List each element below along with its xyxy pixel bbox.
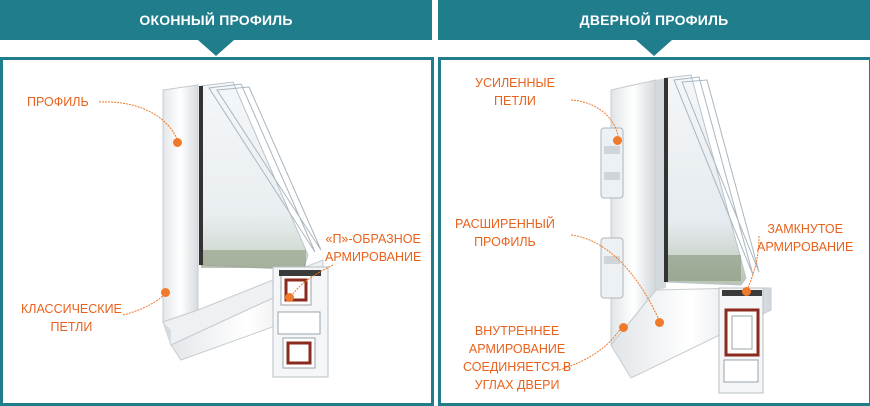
door-profile-illustration — [558, 74, 772, 394]
closed-reinforcement-label: ЗАМКНУТОЕ АРМИРОВАНИЕ — [757, 222, 854, 254]
window-profile-header: ОКОННЫЙ ПРОФИЛЬ — [0, 0, 432, 40]
classic-hinges-label: КЛАССИЧЕСКИЕ ПЕТЛИ — [21, 302, 122, 334]
reinforced-hinges-marker-dot — [613, 136, 622, 145]
door-profile-title: ДВЕРНОЙ ПРОФИЛЬ — [579, 12, 729, 28]
p-reinforcement-label: «П»-ОБРАЗНОЕ АРМИРОВАНИЕ — [325, 232, 422, 264]
door-profile-header: ДВЕРНОЙ ПРОФИЛЬ — [438, 0, 870, 40]
door-profile-frame: УСИЛЕННЫЕ ПЕТЛИ РАСШИРЕННЫЙ ПРОФИЛЬ ЗАМК… — [438, 57, 870, 406]
reinforced-hinges-label: УСИЛЕННЫЕ ПЕТЛИ — [475, 76, 555, 108]
closed-reinforcement-marker-dot — [742, 287, 751, 296]
wide-profile-marker-dot — [655, 318, 664, 327]
profile-marker-dot — [173, 138, 182, 147]
header-pointer — [198, 40, 234, 56]
inner-reinforcement-label: ВНУТРЕННЕЕ АРМИРОВАНИЕ СОЕДИНЯЕТСЯ В УГЛ… — [463, 324, 572, 392]
p-reinforcement-marker-dot — [285, 293, 294, 302]
door-profile-panel: ДВЕРНОЙ ПРОФИЛЬ — [438, 0, 870, 406]
classic-hinges-marker-dot — [161, 288, 170, 297]
header-pointer — [636, 40, 672, 56]
wide-profile-label: РАСШИРЕННЫЙ ПРОФИЛЬ — [455, 217, 555, 249]
inner-reinforcement-marker-dot — [619, 323, 628, 332]
window-profile-title: ОКОННЫЙ ПРОФИЛЬ — [139, 12, 293, 28]
window-profile-frame: ПРОФИЛЬ «П»-ОБРАЗНОЕ АРМИРОВАНИЕ КЛАССИЧ… — [0, 57, 434, 406]
profile-label: ПРОФИЛЬ — [27, 95, 89, 109]
window-profile-panel: ОКОННЫЙ ПРОФИЛЬ — [0, 0, 434, 406]
